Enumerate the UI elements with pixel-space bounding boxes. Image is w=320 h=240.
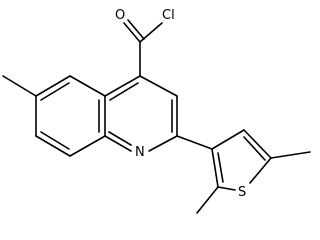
bond-t3-t4: [211, 129, 245, 150]
bond-c2-n1: [148, 135, 178, 152]
bond-t2-t3-inner: [217, 152, 224, 183]
bond-c5-c6-inner: [40, 82, 70, 101]
bond-t2-t3: [211, 148, 219, 188]
sulfur-label: S: [238, 185, 246, 200]
bond-t4-t5: [243, 129, 272, 159]
bond-c2-thienyl: [176, 135, 213, 150]
nitrogen-label: N: [135, 145, 145, 160]
chlorine-label: Cl: [162, 8, 175, 23]
bond-c4a-c4-inner: [109, 82, 139, 101]
oxygen-label: O: [115, 8, 125, 23]
bond-t5-methyl: [270, 151, 311, 159]
bond-n1-c8a-inner: [108, 131, 132, 146]
bond-c4-c3: [139, 75, 178, 97]
bond-t2-methyl: [196, 186, 219, 214]
bond-c5-c6: [35, 75, 71, 97]
bond-c8-c8a: [69, 135, 106, 157]
bond-t5-s: [249, 157, 272, 184]
bond-t4-t5-inner: [243, 136, 266, 161]
bond-carbonyl-oxygen-a: [123, 22, 141, 43]
structure-diagram: O Cl N S: [2, 8, 311, 214]
bond-carbonyl-chlorine: [139, 22, 163, 43]
bond-c4a-c5: [69, 75, 106, 97]
bond-n1-c8a: [104, 135, 132, 152]
bond-c7-c8-inner: [40, 131, 70, 150]
bond-carbonyl-oxygen-b: [127, 19, 145, 40]
bond-c7-c8: [35, 135, 71, 157]
bond-c4a-c4: [104, 75, 141, 97]
bond-c6-methyl: [2, 75, 37, 97]
bond-s-t2: [217, 186, 236, 191]
